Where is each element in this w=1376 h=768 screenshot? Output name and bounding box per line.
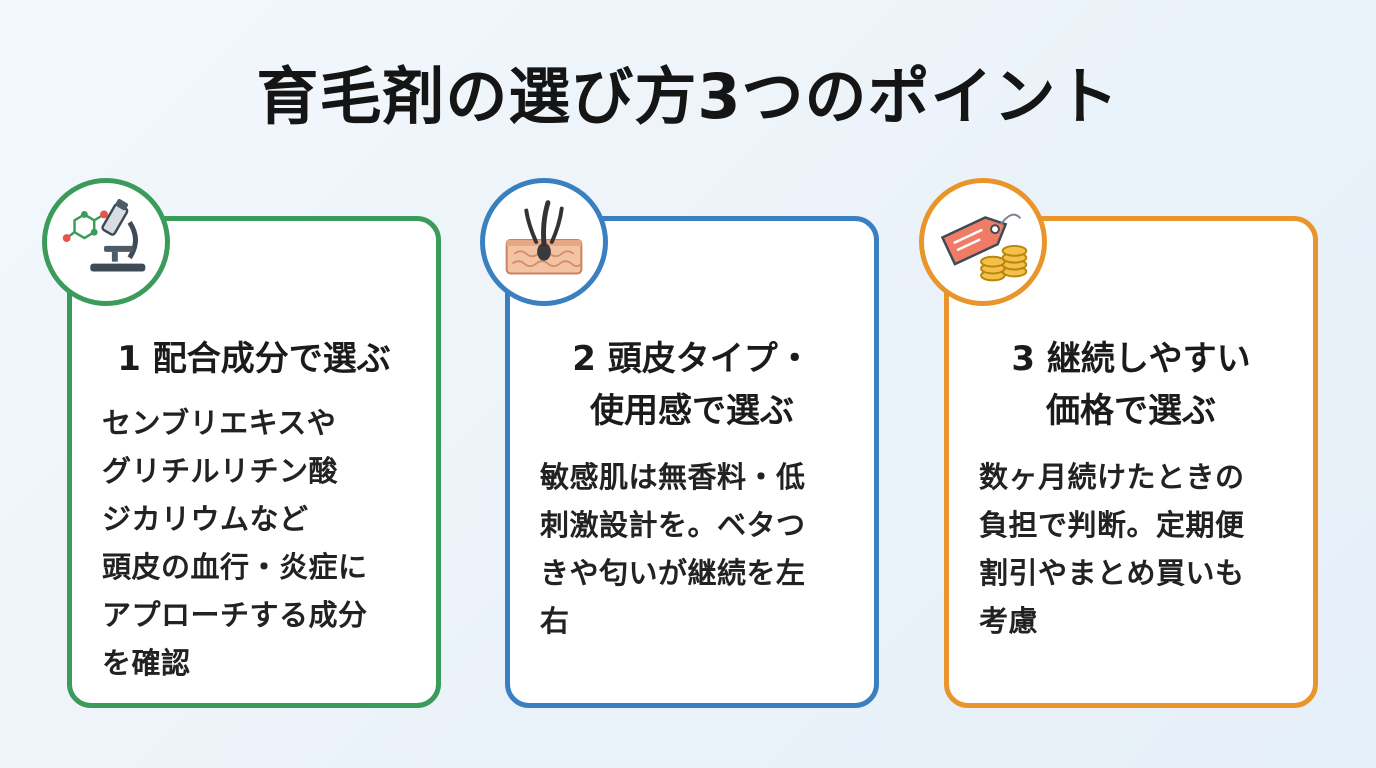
- card-body-line: 刺激設計を。ベタつ: [540, 508, 806, 542]
- card-body-line: グリチルリチン酸: [102, 454, 339, 488]
- card-body-line: アプローチする成分: [102, 598, 368, 632]
- card-body-line: 敏感肌は無香料・低: [540, 460, 806, 494]
- card-heading-line: 2 頭皮タイプ・: [572, 339, 812, 379]
- card-body-line: を確認: [102, 646, 191, 680]
- page-title: 育毛剤の選び方3つのポイント: [256, 60, 1120, 133]
- card-heading-line: 1 配合成分で選ぶ: [117, 339, 391, 379]
- card-body-line: 負担で判断。定期便: [979, 508, 1245, 542]
- card-body: 数ヶ月続けたときの 負担で判断。定期便 割引やまとめ買いも 考慮: [979, 453, 1245, 645]
- card-body-line: ジカリウムなど: [102, 502, 309, 536]
- card-heading-line: 3 継続しやすい: [1011, 339, 1251, 379]
- card-body-line: 頭皮の血行・炎症に: [102, 550, 368, 584]
- card-body: 敏感肌は無香料・低 刺激設計を。ベタつ きや匂いが継続を左 右: [540, 453, 806, 645]
- point-card-scalp-type: 2 頭皮タイプ・ 使用感で選ぶ 敏感肌は無香料・低 刺激設計を。ベタつ きや匂い…: [505, 216, 879, 708]
- card-body-line: 考慮: [979, 604, 1039, 638]
- point-card-ingredients: 1 配合成分で選ぶ センブリエキスや グリチルリチン酸 ジカリウムなど 頭皮の血…: [67, 216, 441, 708]
- card-heading: 3 継続しやすい 価格で選ぶ: [949, 333, 1313, 437]
- microscope-molecule-icon: [42, 178, 170, 306]
- card-heading: 1 配合成分で選ぶ: [72, 333, 436, 385]
- card-heading-line: 価格で選ぶ: [1046, 391, 1216, 431]
- card-body-line: きや匂いが継続を左: [540, 556, 806, 590]
- price-tag-coins-icon: [919, 178, 1047, 306]
- scalp-hair-icon: [480, 178, 608, 306]
- card-body-line: 右: [540, 604, 570, 638]
- card-body-line: 割引やまとめ買いも: [979, 556, 1245, 590]
- card-body-line: 数ヶ月続けたときの: [979, 460, 1245, 494]
- card-heading: 2 頭皮タイプ・ 使用感で選ぶ: [510, 333, 874, 437]
- card-heading-line: 使用感で選ぶ: [590, 391, 794, 431]
- card-body: センブリエキスや グリチルリチン酸 ジカリウムなど 頭皮の血行・炎症に アプロー…: [102, 399, 368, 687]
- card-body-line: センブリエキスや: [102, 406, 337, 440]
